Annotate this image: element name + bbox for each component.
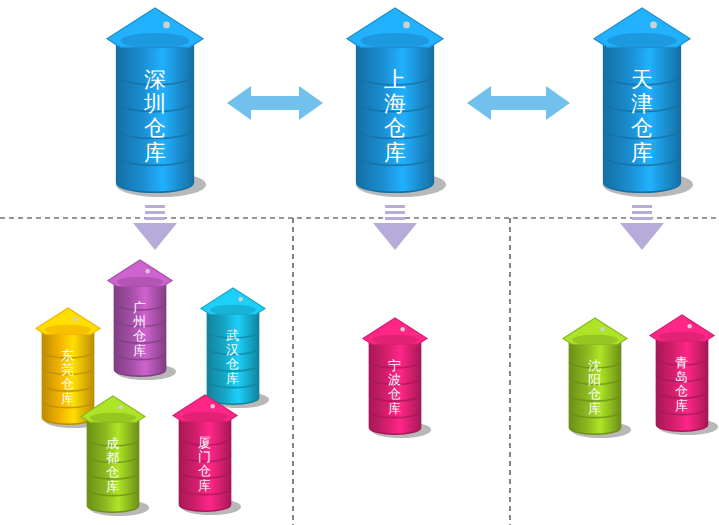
label-area: 厦门仓库 bbox=[179, 424, 230, 505]
warehouse-name: 东莞仓库 bbox=[61, 349, 74, 406]
cylinder-top bbox=[607, 33, 676, 48]
cylinder-top bbox=[572, 335, 618, 345]
cylinder-roof bbox=[108, 260, 172, 286]
warehouse-name: 武汉仓库 bbox=[226, 329, 239, 386]
warehouse-name: 宁波仓库 bbox=[388, 359, 401, 416]
roof-vent bbox=[400, 327, 404, 331]
cylinder-roof bbox=[563, 318, 627, 344]
cylinder-top bbox=[182, 412, 228, 422]
cylinder-body bbox=[114, 280, 165, 376]
warehouse-cylinder: 成都仓库 bbox=[81, 396, 145, 516]
warehouse-cylinder: 厦门仓库 bbox=[173, 395, 237, 515]
cylinder-body bbox=[87, 416, 138, 512]
cylinder-body bbox=[569, 338, 620, 434]
double-arrow bbox=[227, 86, 323, 120]
cylinder-body bbox=[207, 308, 258, 404]
label-area: 武汉仓库 bbox=[207, 317, 258, 398]
roof-vent bbox=[238, 297, 242, 301]
cylinder-body bbox=[42, 328, 93, 424]
cylinder-body bbox=[117, 39, 194, 193]
cylinder-roof bbox=[107, 8, 203, 47]
roof-vent bbox=[650, 22, 657, 29]
label-area: 天津仓库 bbox=[604, 50, 681, 182]
down-arrow bbox=[620, 205, 664, 250]
warehouse-name: 广州仓库 bbox=[133, 301, 146, 358]
label-area: 深圳仓库 bbox=[117, 50, 194, 182]
cylinder-top bbox=[360, 33, 429, 48]
roof-vent bbox=[118, 405, 122, 409]
warehouse-cylinder: 沈阳仓库 bbox=[563, 318, 627, 438]
cylinder-body bbox=[179, 415, 230, 511]
warehouse-name: 深圳仓库 bbox=[144, 68, 166, 165]
warehouse-cylinder: 天津仓库 bbox=[594, 8, 690, 198]
cylinder-top bbox=[45, 325, 91, 335]
roof-vent bbox=[687, 324, 691, 328]
cylinder-roof bbox=[594, 8, 690, 47]
warehouse-name: 成都仓库 bbox=[106, 437, 119, 494]
warehouse-cylinder: 宁波仓库 bbox=[363, 318, 427, 438]
roof-vent bbox=[210, 404, 214, 408]
cylinder-top bbox=[372, 335, 418, 345]
warehouse-name: 青岛仓库 bbox=[675, 356, 688, 413]
warehouse-name: 天津仓库 bbox=[631, 68, 653, 165]
roof-vent bbox=[163, 22, 170, 29]
divider-line bbox=[292, 218, 293, 525]
divider-line bbox=[509, 218, 510, 525]
cylinder-top bbox=[90, 413, 136, 423]
cylinder-top bbox=[117, 277, 163, 287]
roof-vent bbox=[403, 22, 410, 29]
cylinder-body bbox=[369, 338, 420, 434]
cylinder-body bbox=[604, 39, 681, 193]
roof-vent bbox=[145, 269, 149, 273]
cylinder-body bbox=[357, 39, 434, 193]
double-arrow bbox=[467, 86, 570, 120]
warehouse-cylinder: 青岛仓库 bbox=[650, 315, 714, 435]
cylinder-roof bbox=[650, 315, 714, 341]
cylinder-roof bbox=[201, 288, 265, 314]
cylinder-top bbox=[210, 305, 256, 315]
down-arrow bbox=[373, 205, 417, 250]
warehouse-name: 厦门仓库 bbox=[198, 436, 211, 493]
cylinder-top bbox=[120, 33, 189, 48]
roof-vent bbox=[73, 317, 77, 321]
warehouse-cylinder: 广州仓库 bbox=[108, 260, 172, 380]
label-area: 成都仓库 bbox=[87, 425, 138, 506]
warehouse-name: 上海仓库 bbox=[384, 68, 406, 165]
cylinder-roof bbox=[363, 318, 427, 344]
label-area: 沈阳仓库 bbox=[569, 347, 620, 428]
warehouse-cylinder: 武汉仓库 bbox=[201, 288, 265, 408]
label-area: 广州仓库 bbox=[114, 289, 165, 370]
cylinder-top bbox=[659, 332, 705, 342]
cylinder-body bbox=[656, 335, 707, 431]
cylinder-roof bbox=[81, 396, 145, 422]
warehouse-cylinder: 上海仓库 bbox=[347, 8, 443, 198]
cylinder-roof bbox=[173, 395, 237, 421]
down-arrow bbox=[133, 205, 177, 250]
roof-vent bbox=[600, 327, 604, 331]
warehouse-name: 沈阳仓库 bbox=[588, 359, 601, 416]
cylinder-roof bbox=[347, 8, 443, 47]
label-area: 青岛仓库 bbox=[656, 344, 707, 425]
warehouse-cylinder: 深圳仓库 bbox=[107, 8, 203, 198]
label-area: 宁波仓库 bbox=[369, 347, 420, 428]
label-area: 东莞仓库 bbox=[42, 337, 93, 418]
divider-line bbox=[0, 217, 719, 218]
cylinder-roof bbox=[36, 308, 100, 334]
label-area: 上海仓库 bbox=[357, 50, 434, 182]
